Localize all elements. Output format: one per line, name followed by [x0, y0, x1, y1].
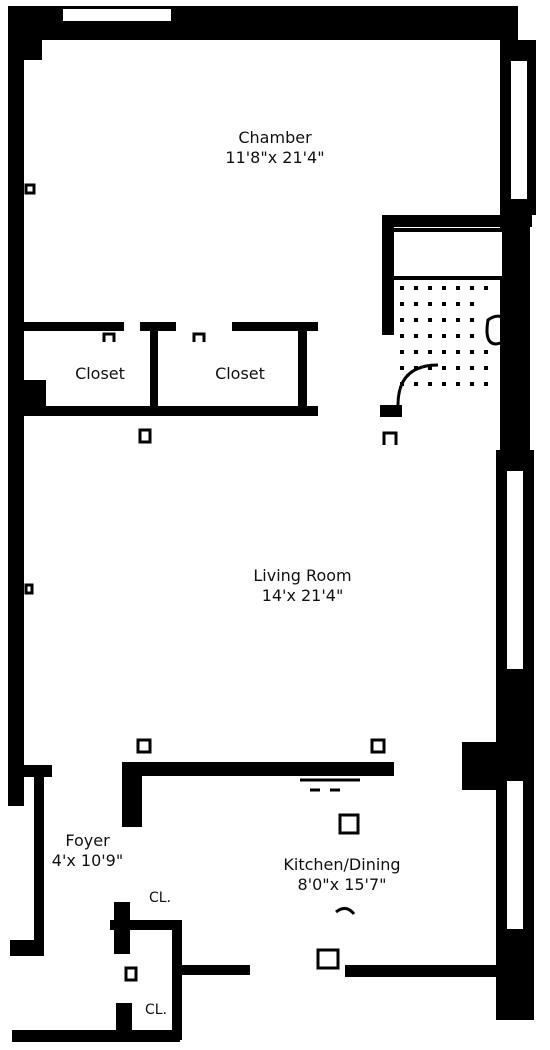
room-name: Living Room [253, 566, 352, 585]
room-name: Kitchen/Dining [283, 855, 401, 874]
room-name: Foyer [65, 831, 110, 850]
room-dimensions: 8'0"x 15'7" [297, 875, 387, 894]
door-swing-icon [396, 363, 439, 406]
bathroom-tile-floor [400, 286, 488, 386]
sink-icon [338, 813, 360, 835]
room-label-living-room: Living Room 14'x 21'4" [215, 566, 390, 606]
room-label-chamber: Chamber 11'8"x 21'4" [200, 128, 350, 168]
room-dimensions: 4'x 10'9" [51, 851, 124, 870]
outlet-markers [24, 183, 398, 982]
room-name: CL. [144, 1002, 168, 1018]
room-name: Closet [215, 364, 265, 383]
toilet-icon [485, 314, 512, 346]
room-dimensions: 11'8"x 21'4" [225, 148, 325, 167]
room-name: Chamber [238, 128, 312, 147]
room-label-foyer: Foyer 4'x 10'9" [40, 831, 135, 871]
room-label-closet-upper: CL. [140, 888, 180, 908]
walls [8, 6, 536, 1042]
room-name: CL. [148, 890, 172, 906]
stove-icon [300, 778, 360, 792]
room-name: Closet [75, 364, 125, 383]
fixtures [300, 314, 512, 835]
room-label-closet-lower: CL. [136, 1000, 176, 1020]
room-dimensions: 14'x 21'4" [261, 586, 344, 605]
room-label-kitchen-dining: Kitchen/Dining 8'0"x 15'7" [262, 855, 422, 895]
room-label-closet-right: Closet [195, 364, 285, 384]
room-label-closet-left: Closet [55, 364, 145, 384]
